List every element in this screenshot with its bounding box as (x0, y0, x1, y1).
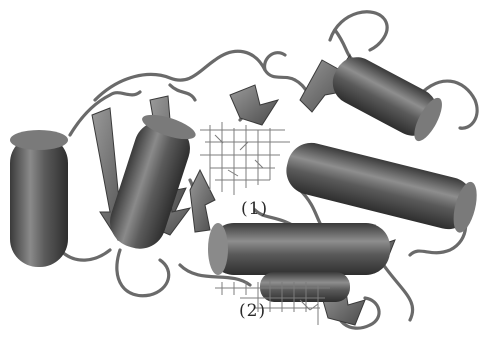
helix-right-long (281, 138, 481, 235)
site-label-2: (2) (239, 301, 266, 321)
helix-bottom (208, 223, 390, 275)
site-label-1: (1) (241, 199, 268, 219)
helix-left (10, 130, 68, 267)
helix-top-right (325, 49, 447, 144)
binding-site-1-sticks (200, 122, 290, 195)
